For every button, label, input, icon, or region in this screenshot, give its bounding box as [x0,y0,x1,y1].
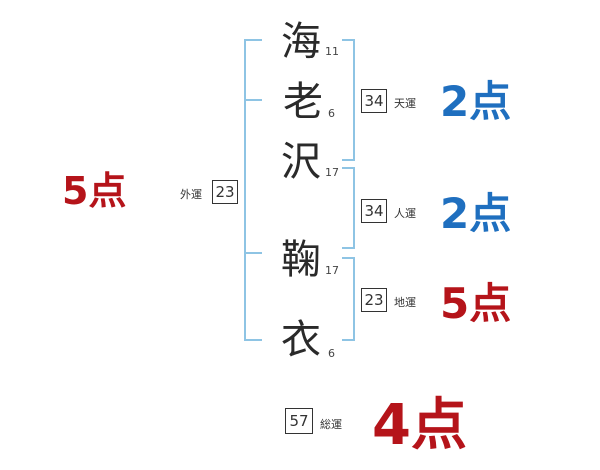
outer-bracket [244,39,262,341]
tenun-label: 天運 [394,97,416,110]
stroke-count-2: 6 [328,107,335,120]
stroke-count-5: 6 [328,347,335,360]
souun-value-box: 57 [285,408,313,434]
jinun-value-box: 34 [361,199,387,223]
tenun-value-box: 34 [361,89,387,113]
souun-score: 4点 [372,393,467,458]
name-char-4: 鞠 [281,237,321,283]
chiun-label: 地運 [394,296,416,309]
name-char-3: 沢 [281,139,321,185]
jinun-bracket [342,167,355,249]
name-char-2: 老 [283,79,323,125]
chiun-bracket [342,257,355,341]
jinun-score: 2点 [440,189,512,238]
stroke-count-4: 17 [325,264,339,277]
stroke-count-1: 11 [325,45,339,58]
name-char-1: 海 [281,19,321,65]
tenun-bracket [342,39,355,161]
name-char-5: 衣 [281,317,321,363]
tenun-score: 2点 [440,77,512,126]
gaiun-score: 5点 [62,169,127,213]
souun-label: 総運 [320,418,342,431]
jinun-label: 人運 [394,207,416,220]
gaiun-label: 外運 [180,188,202,201]
stroke-count-3: 17 [325,166,339,179]
chiun-score: 5点 [440,279,512,328]
gaiun-value-box: 23 [212,180,238,204]
chiun-value-box: 23 [361,288,387,312]
